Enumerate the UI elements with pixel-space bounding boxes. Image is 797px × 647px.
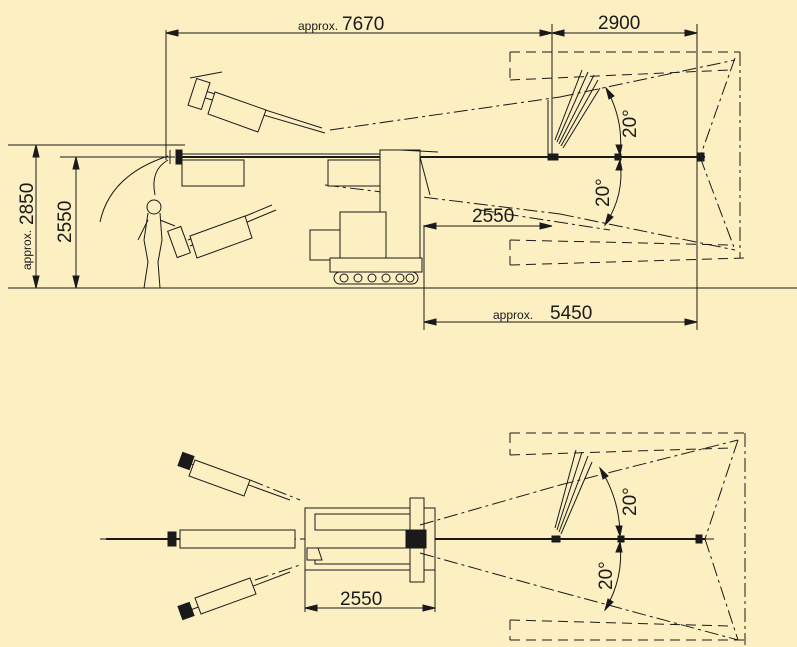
top-boom-center	[179, 529, 296, 549]
dim-2850-prefix: approx.	[20, 230, 34, 270]
operator-figure	[137, 199, 176, 289]
dim-5450-value: 5450	[550, 303, 592, 324]
dim-2900-value: 2900	[598, 13, 640, 34]
spray-fan-upper	[554, 69, 601, 149]
machine-top	[304, 497, 436, 583]
top-boom-upper	[177, 451, 301, 501]
dim-7670-value: 7670	[342, 14, 384, 35]
top-angle-label-left: 20°	[620, 487, 641, 516]
dim-2550-vertical-value: 2550	[55, 201, 76, 243]
dim-2850-value: 2850	[17, 183, 38, 225]
dim-2550-top-value: 2550	[340, 589, 382, 610]
top-view: 2550 20° 20°	[100, 432, 746, 645]
angle-label-down: 20°	[593, 178, 614, 207]
boom-upper-position	[187, 71, 326, 134]
boom-swing-arc	[99, 155, 169, 223]
machine-side	[169, 149, 439, 285]
dim-7670-prefix: approx.	[298, 19, 338, 33]
dim-5450-prefix: approx.	[493, 308, 533, 322]
top-angle-label-right: 20°	[596, 561, 617, 590]
side-view: approx. 7670 2900 approx. 2850 2550 2550…	[8, 13, 797, 330]
reach-line-upper	[329, 96, 561, 131]
reach-line-lower	[324, 184, 561, 215]
top-boom-lower	[177, 564, 301, 621]
angle-label-up: 20°	[620, 109, 641, 138]
dim-2550-boom-value: 2550	[472, 206, 514, 227]
boom-lower-position	[166, 204, 277, 259]
top-spray-fan	[554, 449, 593, 535]
